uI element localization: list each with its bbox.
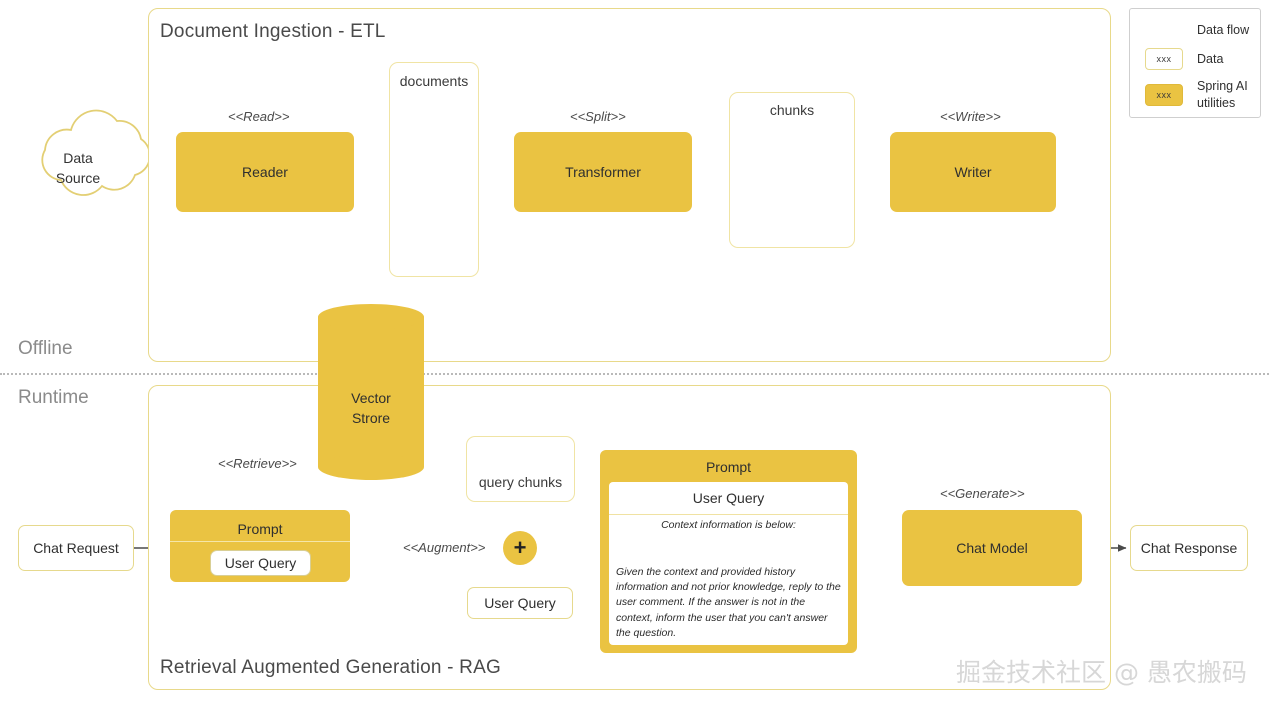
chat-response-node[interactable]: Chat Response — [1130, 525, 1248, 571]
prompt-panel-context-caption: Context information is below: — [661, 519, 796, 531]
offline-phase-label: Offline — [18, 338, 73, 359]
write-stereotype-label: <<Write>> — [940, 109, 1001, 124]
rag-left-prompt-header: Prompt — [237, 521, 283, 537]
chat-model-node[interactable]: Chat Model — [902, 510, 1082, 586]
etl-section-title: Document Ingestion - ETL — [160, 21, 386, 42]
augment-stereotype-label: <<Augment>> — [403, 540, 486, 555]
data-swatch-icon: xxx — [1145, 48, 1183, 70]
data-source-label-line1: Data — [63, 150, 93, 166]
split-stereotype-label: <<Split>> — [570, 109, 626, 124]
read-stereotype-label: <<Read>> — [228, 109, 290, 124]
rag-user-query-node[interactable]: User Query — [467, 587, 573, 619]
cylinder-bottom-cap — [318, 454, 424, 480]
data-source-label-line2: Source — [55, 170, 101, 186]
legend-row-spring-ai: xxx Spring AI utilities — [1145, 79, 1257, 111]
rag-left-user-query-box[interactable]: User Query — [210, 550, 311, 576]
prompt-panel-user-query-label: User Query — [692, 490, 765, 506]
rag-left-prompt-divider — [170, 541, 350, 542]
chunks-group — [729, 92, 855, 248]
query-chunks-group-label: query chunks — [478, 474, 563, 490]
spring-ai-swatch-icon: xxx — [1145, 84, 1183, 106]
prompt-panel-header: Prompt — [705, 459, 752, 475]
documents-group-label: documents — [399, 73, 469, 89]
documents-group — [389, 62, 479, 277]
chunks-group-label: chunks — [769, 102, 815, 118]
legend-row-data: xxx Data — [1145, 47, 1257, 71]
rag-section-title: Retrieval Augmented Generation - RAG — [160, 657, 501, 678]
prompt-panel-user-query-row[interactable]: User Query — [609, 482, 848, 515]
reader-node[interactable]: Reader — [176, 132, 354, 212]
prompt-panel-inner — [609, 482, 848, 645]
legend-label-data: Data — [1197, 51, 1224, 66]
vector-store-node[interactable]: Vector Strore — [318, 304, 424, 480]
cylinder-body — [318, 317, 424, 467]
vector-store-label-line2: Strore — [351, 410, 391, 426]
transformer-node[interactable]: Transformer — [514, 132, 692, 212]
generate-stereotype-label: <<Generate>> — [940, 486, 1025, 501]
chat-request-node[interactable]: Chat Request — [18, 525, 134, 571]
vector-store-label-line1: Vector — [351, 390, 391, 406]
legend-label-spring-ai: Spring AI utilities — [1197, 79, 1248, 110]
watermark-text: 掘金技术社区 @ 愚农搬码 — [956, 658, 1247, 687]
retrieve-stereotype-label: <<Retrieve>> — [218, 456, 297, 471]
cylinder-top-cap — [318, 304, 424, 330]
prompt-panel-instructions: Given the context and provided history i… — [616, 566, 841, 639]
data-source-node[interactable]: Data Source — [20, 140, 136, 206]
runtime-phase-label: Runtime — [18, 387, 89, 408]
offline-runtime-divider — [0, 373, 1269, 375]
augment-plus-node[interactable]: + — [503, 531, 537, 565]
legend-label-data-flow: Data flow — [1197, 22, 1250, 37]
legend-row-data-flow: Data flow — [1139, 20, 1257, 40]
query-chunks-group — [466, 436, 575, 502]
writer-node[interactable]: Writer — [890, 132, 1056, 212]
